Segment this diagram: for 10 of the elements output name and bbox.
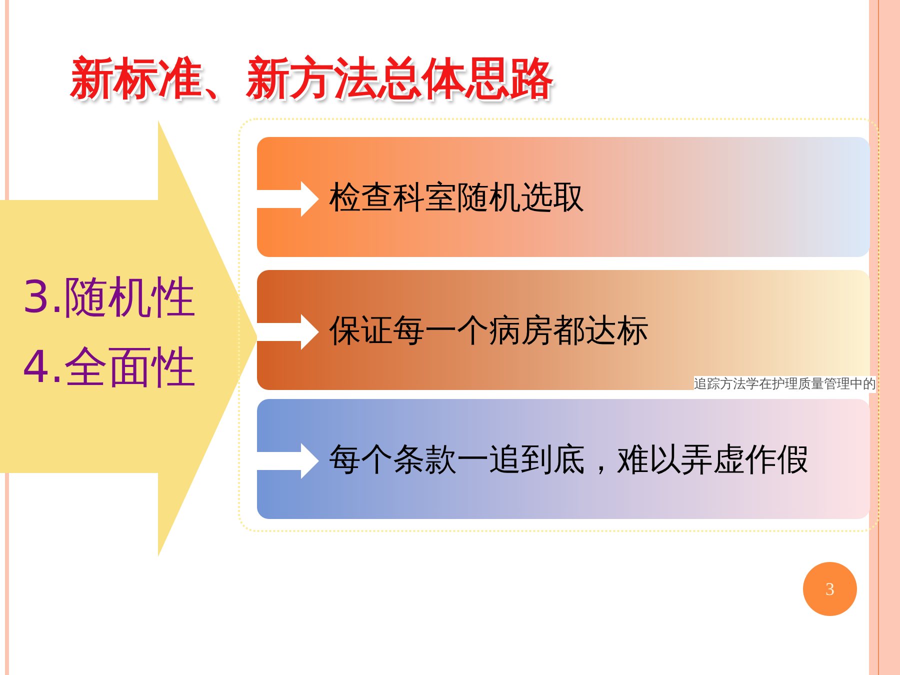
dotted-frame bbox=[238, 118, 880, 532]
arrow-text: 4.全面性 bbox=[22, 341, 196, 395]
title: 新标准、新方法总体思路 bbox=[70, 52, 554, 106]
bar-text: 每个条款一追到底，难以弄虚作假 bbox=[329, 439, 809, 480]
bar-text: 保证每一个病房都达标 bbox=[329, 310, 649, 351]
gradient-bar bbox=[257, 399, 870, 519]
footer-note: 追踪方法学在护理质量管理中的 bbox=[694, 376, 876, 393]
gradient-bar bbox=[257, 137, 870, 257]
bar-text: 检查科室随机选取 bbox=[329, 177, 585, 218]
arrow-text: 3.随机性 bbox=[22, 271, 196, 325]
